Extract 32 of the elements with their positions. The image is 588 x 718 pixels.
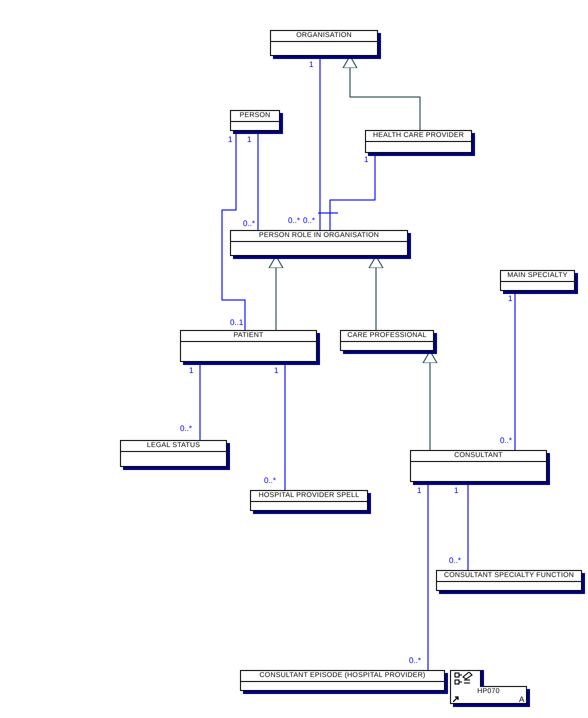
multiplicity-label: 1 [454, 486, 458, 495]
multiplicity-label: 1 [508, 294, 512, 303]
multiplicity-label: 0..* [243, 219, 256, 228]
multiplicity-label: 0..* [264, 476, 276, 485]
class-box [436, 570, 582, 591]
multiplicity-label: 0..* [409, 656, 422, 665]
version-mark: A [519, 695, 524, 704]
class-box [410, 450, 547, 482]
multiplicity-label: 1 [417, 486, 422, 495]
multiplicity-label: 0..* [500, 436, 512, 445]
multiplicity-label: 1 [274, 366, 278, 375]
multiplicity-label: 1 [309, 60, 314, 69]
multiplicity-label: 0..* [303, 216, 316, 225]
multiplicity-label: 0..1 [230, 318, 244, 327]
class-box [365, 130, 472, 153]
class-box [230, 110, 280, 131]
multiplicity-label: 1 [189, 366, 194, 375]
class-box [500, 270, 575, 291]
class-box [340, 330, 434, 351]
multiplicity-label: 0..* [180, 424, 192, 433]
class-box [120, 440, 227, 467]
multiplicity-label: 0..* [288, 216, 300, 225]
multiplicity-label: 1 [364, 155, 368, 164]
multiplicity-label: 1 [247, 135, 252, 144]
class-box [230, 230, 408, 256]
multiplicity-label: 0..* [449, 556, 462, 565]
diagram-reference-box [450, 686, 527, 704]
multiplicity-label: 1 [228, 135, 232, 144]
class-box [240, 670, 445, 691]
class-box [250, 490, 368, 511]
class-box [180, 330, 317, 362]
class-box [270, 30, 378, 56]
